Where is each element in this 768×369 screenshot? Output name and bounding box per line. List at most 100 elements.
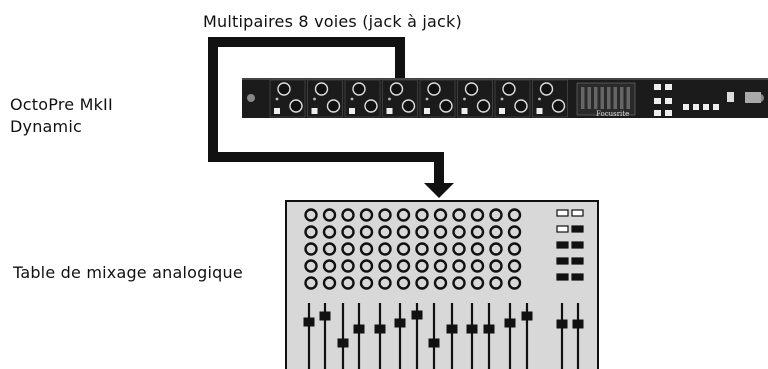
mixer-label: Table de mixage analogique: [13, 263, 243, 282]
rack-button-icon: [703, 104, 709, 110]
mixer-knob-icon: [415, 242, 429, 256]
mixer-knob-icon: [433, 276, 448, 290]
rack-button-icon: [654, 110, 661, 116]
gain-knob-icon: [314, 82, 329, 96]
mixer-knob-icon: [415, 225, 429, 239]
mixer-knob-icon: [452, 259, 466, 273]
mixer-knob-icon: [452, 208, 466, 222]
mixer-knob-icon: [341, 276, 355, 290]
meter-bar-icon: [587, 87, 591, 109]
device-label-line1: OctoPre MkII: [10, 95, 113, 114]
meter-bar-icon: [594, 87, 598, 109]
mixer-knob-icon: [359, 225, 374, 239]
mixer-knob-icon: [341, 208, 355, 222]
mixer-knob-icon: [396, 242, 411, 256]
mixer-knob-icon: [489, 225, 503, 239]
gain-knob-icon: [464, 82, 479, 96]
channel-button-icon: [536, 108, 543, 114]
mixer-knob-icon: [489, 208, 503, 222]
mixer-master-button-icon: [556, 209, 569, 217]
mixer-knob-icon: [359, 276, 374, 290]
mixer-knob-icon: [396, 276, 411, 290]
power-switch-icon: [727, 92, 734, 102]
channel-button-icon: [424, 108, 430, 114]
rack-button-icon: [665, 110, 672, 116]
mixer-knob-icon: [359, 208, 374, 222]
mixer-knob-icon: [433, 242, 448, 256]
mixer-fader-icon: [521, 303, 533, 369]
mixer-knob-icon: [378, 208, 392, 222]
rack-button-icon: [654, 84, 661, 90]
cable-arrowhead: [424, 183, 454, 198]
cable-label: Multipaires 8 voies (jack à jack): [203, 12, 462, 31]
rack-channel-strip: [494, 79, 531, 118]
mixer-knob-icon: [470, 259, 485, 273]
rack-channel-strip: [532, 79, 568, 118]
mixer-knob-icon: [396, 259, 411, 273]
multicore-cable: [208, 37, 454, 198]
channel-button-icon: [499, 108, 505, 114]
comp-knob-icon: [514, 99, 528, 113]
mixer-master-button-icon: [571, 257, 584, 265]
gain-knob-icon: [389, 82, 404, 96]
mixer-fader-icon: [428, 303, 440, 369]
comp-knob-icon: [401, 99, 416, 113]
mixer-master-button-icon: [556, 273, 569, 281]
meter-bar-icon: [607, 87, 611, 109]
mixer-knob-icon: [304, 259, 318, 273]
mixer-knob-icon: [304, 276, 318, 290]
mixer-knob-icon: [452, 242, 466, 256]
mixer-fader-icon: [394, 303, 406, 369]
meter-bar-icon: [613, 87, 617, 109]
mixer-knob-icon: [489, 242, 503, 256]
gain-knob-icon: [427, 82, 441, 96]
mixer-fader-icon: [303, 303, 315, 369]
meter-bar-icon: [626, 87, 630, 109]
mixer-knob-icon: [433, 208, 448, 222]
mixer-knob-icon: [341, 225, 355, 239]
analog-mixer: [285, 200, 599, 369]
mixer-knob-icon: [433, 225, 448, 239]
channel-button-icon: [349, 108, 355, 114]
comp-knob-icon: [476, 99, 491, 113]
device-label: OctoPre MkII Dynamic: [10, 94, 113, 138]
mixer-knob-icon: [378, 259, 392, 273]
mixer-master-button-icon: [556, 225, 569, 233]
rack-channel-strip: [419, 79, 456, 118]
front-jack-icon: [745, 92, 761, 103]
rack-channel-strip: [269, 79, 306, 118]
mixer-fader-icon: [504, 303, 516, 369]
mixer-knob-icon: [359, 259, 374, 273]
mixer-fader-icon: [319, 303, 331, 369]
mixer-fader-icon: [572, 303, 584, 369]
brand-logo: Focusrite: [596, 110, 629, 118]
mixer-knob-icon: [378, 276, 392, 290]
meter-bar-icon: [600, 87, 604, 109]
comp-knob-icon: [551, 99, 566, 113]
mixer-fader-icon: [337, 303, 349, 369]
mixer-knob-icon: [378, 242, 392, 256]
mixer-knob-icon: [470, 276, 485, 290]
gain-knob-icon: [502, 82, 516, 96]
gain-knob-icon: [277, 82, 291, 96]
mixer-knob-icon: [415, 208, 429, 222]
mixer-master-button-icon: [556, 241, 569, 249]
mixer-knob-icon: [452, 276, 466, 290]
mixer-fader-icon: [483, 303, 495, 369]
mixer-knob-icon: [396, 208, 411, 222]
rack-channel-strip: [307, 79, 343, 118]
octopre-rack-unit: Focusrite: [242, 78, 768, 118]
mixer-fader-icon: [411, 303, 423, 369]
mixer-master-button-icon: [571, 273, 584, 281]
comp-knob-icon: [326, 99, 341, 113]
mixer-knob-icon: [433, 259, 448, 273]
rack-button-icon: [693, 104, 699, 110]
mixer-knob-icon: [304, 208, 318, 222]
gain-knob-icon: [352, 82, 366, 96]
mixer-knob-icon: [322, 242, 337, 256]
mixer-fader-icon: [466, 303, 478, 369]
mixer-knob-icon: [341, 242, 355, 256]
meter-bar-icon: [620, 87, 624, 109]
mixer-master-button-icon: [571, 241, 584, 249]
